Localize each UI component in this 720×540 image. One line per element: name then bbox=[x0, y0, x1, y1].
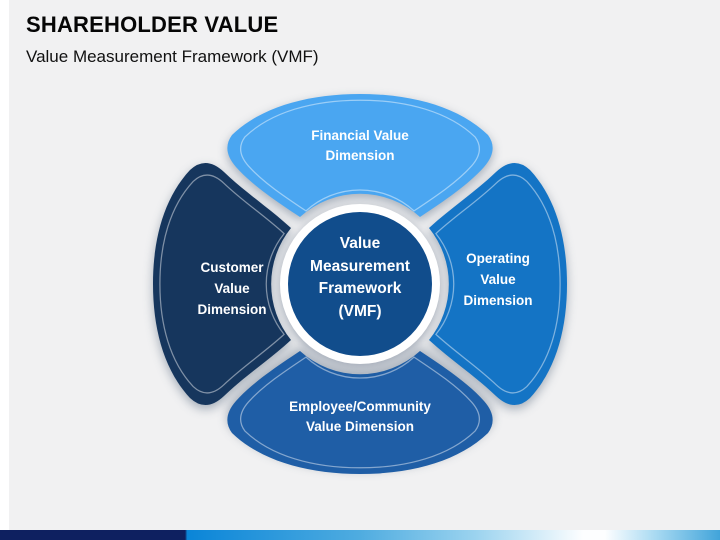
slide-title: SHAREHOLDER VALUE bbox=[26, 12, 279, 37]
petal-customer-label: Customer Value Dimension bbox=[197, 260, 267, 317]
petal-employee-label: Employee/Community Value Dimension bbox=[289, 399, 431, 434]
header: SHAREHOLDER VALUE Value Measurement Fram… bbox=[26, 11, 319, 69]
slide-subtitle: Value Measurement Framework (VMF) bbox=[26, 47, 319, 66]
petal-financial-label: Financial Value Dimension bbox=[311, 128, 409, 163]
footer-accent-bar bbox=[0, 530, 720, 540]
center-circle bbox=[288, 212, 432, 356]
left-edge-strip bbox=[0, 0, 9, 540]
center-circle-label: Value Measurement Framework (VMF) bbox=[310, 235, 410, 320]
petal-operating-label: Operating Value Dimension bbox=[463, 251, 533, 308]
